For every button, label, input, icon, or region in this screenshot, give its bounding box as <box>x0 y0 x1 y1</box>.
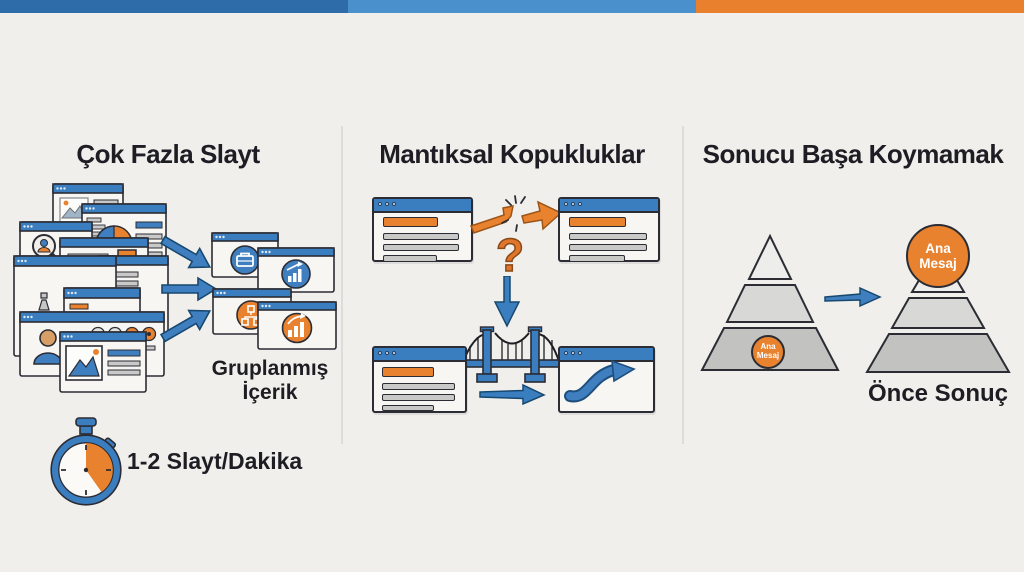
topbar-segment-dark-blue <box>0 0 348 13</box>
bridge-tower <box>482 329 492 375</box>
grouped-content-label: Gruplanmış İçerik <box>195 357 345 405</box>
slide-title-line <box>382 367 434 377</box>
s-curve-arrow-icon <box>564 360 636 403</box>
growth-chart-icon <box>286 261 303 282</box>
stopwatch-elapsed-sector <box>86 443 113 492</box>
pyramid-middle-layer <box>890 297 986 329</box>
grouped-label-line2: İçerik <box>242 381 298 405</box>
bridge-tower <box>530 329 540 375</box>
slide-title-bar <box>560 348 653 362</box>
break-spark-lines <box>501 195 526 232</box>
window-dots-icon <box>378 202 396 206</box>
slide-text-line <box>383 255 437 262</box>
stopwatch-icon <box>50 417 122 506</box>
slide-text-line <box>382 383 455 390</box>
main-message-badge-top: Ana Mesaj <box>906 224 970 288</box>
bridge-suspender-cables <box>469 335 553 362</box>
slide-bridge-left <box>372 346 467 413</box>
main-message-badge-bottom: Ana Mesaj <box>751 335 785 369</box>
slide-bridge-right <box>558 346 655 413</box>
slide-text-line <box>569 255 625 262</box>
slide-text-line <box>383 244 459 251</box>
slides-per-minute-label: 1-2 Slayt/Dakika <box>127 448 303 474</box>
person-avatar-icon <box>39 329 57 347</box>
slide-text-line <box>383 233 459 240</box>
window-dots-icon <box>564 202 582 206</box>
topbar-segment-orange <box>696 0 1024 13</box>
pyramid-middle-layer <box>725 284 815 323</box>
slide-title-bar <box>374 199 471 213</box>
mini-slide-mountain <box>59 331 147 393</box>
briefcase-icon <box>236 252 254 267</box>
window-dots-icon <box>564 351 582 355</box>
result-first-caption: Önce Sonuç <box>867 380 1009 407</box>
grouped-label-line1: Gruplanmış <box>211 357 329 380</box>
down-arrow-icon <box>493 276 521 328</box>
suspension-bridge-icon <box>459 326 563 383</box>
column1-title: Çok Fazla Slayt <box>76 139 260 169</box>
slide-disconnect-left <box>372 197 473 262</box>
slide-disconnect-right <box>558 197 660 262</box>
slide-text-line <box>382 405 434 411</box>
broken-arrow-icon <box>469 195 563 234</box>
question-mark: ? <box>495 228 525 282</box>
topbar-segment-medium-blue <box>348 0 696 13</box>
slide-title-line <box>383 217 438 227</box>
slide-text-line <box>569 233 647 240</box>
slide-title-bar <box>374 348 465 362</box>
bridge-deck <box>459 359 563 368</box>
grouped-slides-illustration <box>211 232 337 350</box>
slide-title-line <box>569 217 626 227</box>
column-divider-left <box>341 126 343 444</box>
slide-text-line <box>382 394 455 401</box>
window-dots-icon <box>378 351 396 355</box>
transform-arrow-icon <box>824 286 882 308</box>
column2-title: Mantıksal Kopukluklar <box>379 139 645 169</box>
right-arrow-icon <box>479 384 546 406</box>
slide-title-bar <box>560 199 658 213</box>
pyramid-bottom-layer <box>865 333 1011 373</box>
slide-text-line <box>569 244 647 251</box>
bar-chart-up-icon <box>287 313 306 337</box>
org-chart-icon <box>241 305 261 326</box>
column3-title: Sonucu Başa Koymamak <box>702 139 1004 169</box>
grouped-slide-growth <box>257 247 335 293</box>
grouped-slide-bars <box>257 301 337 350</box>
pyramid-top-layer <box>747 233 793 280</box>
column-divider-right <box>682 126 684 444</box>
slide-pile-illustration <box>13 183 169 393</box>
